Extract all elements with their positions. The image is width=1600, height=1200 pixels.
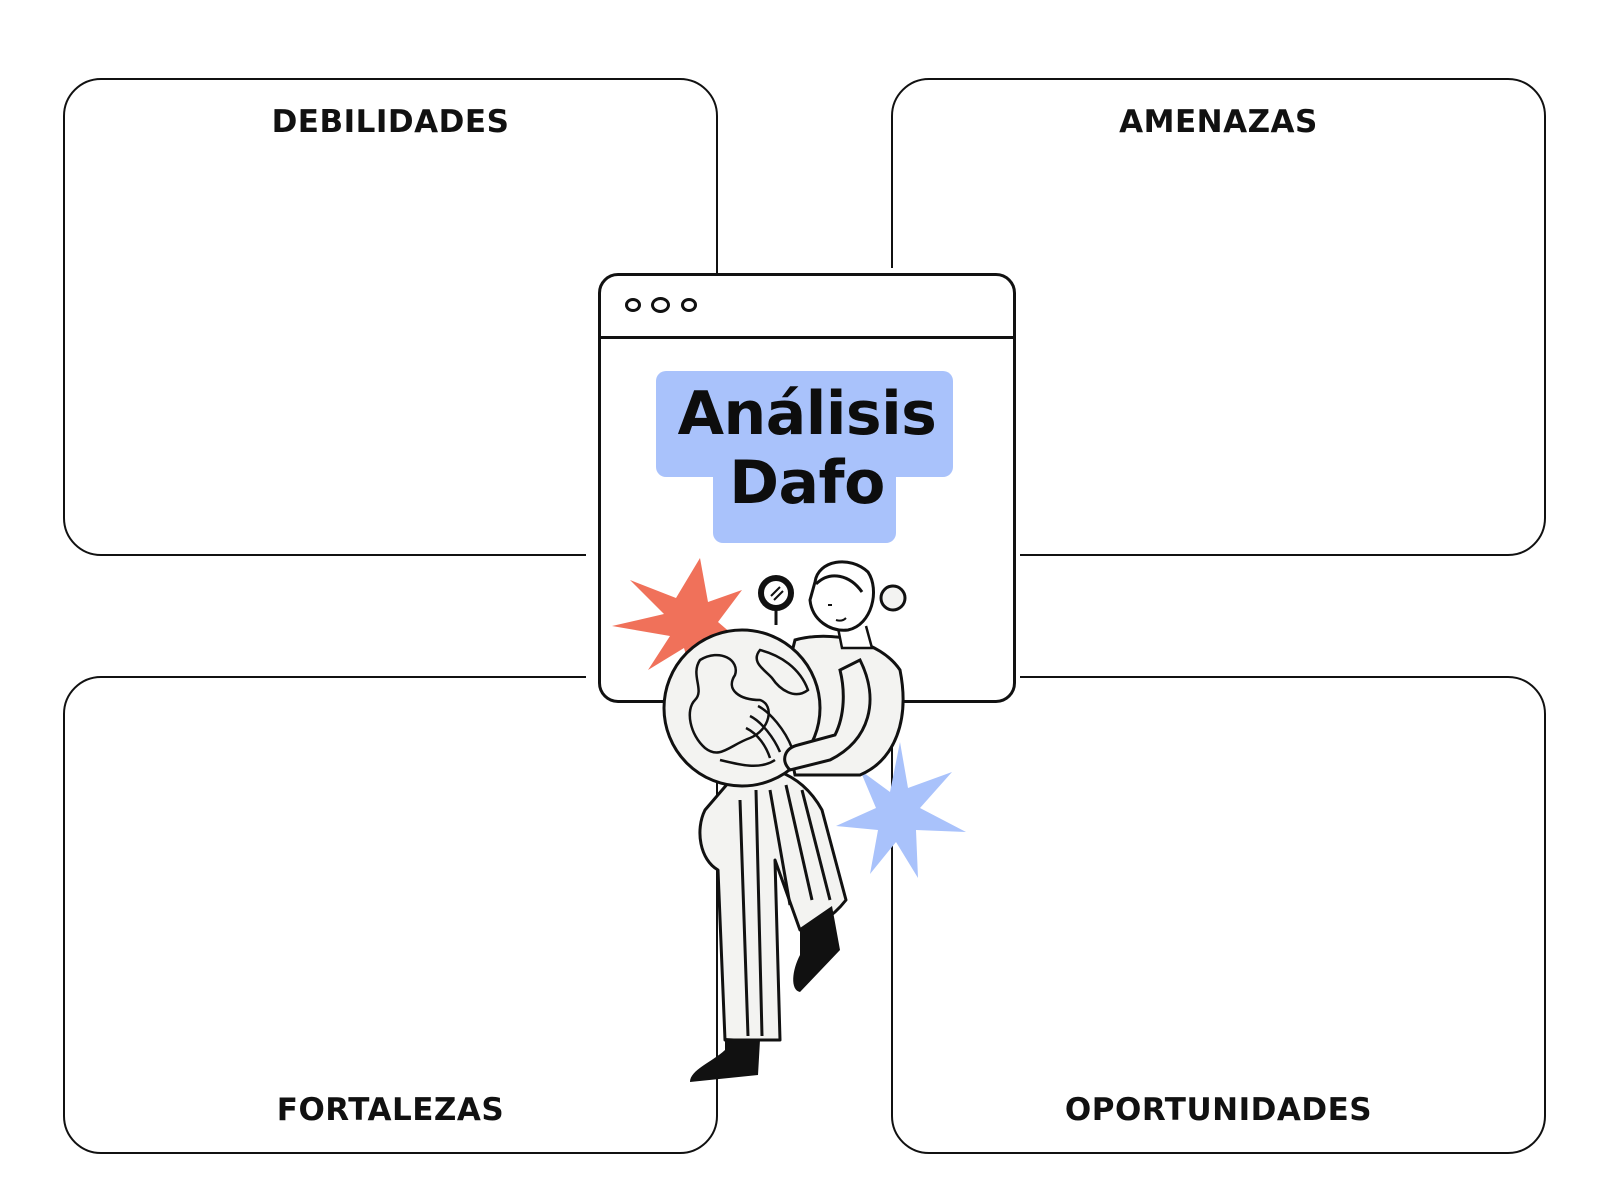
quadrant-label-debilidades: DEBILIDADES [271, 104, 510, 140]
window-dot-icon [651, 297, 670, 313]
quadrant-label-amenazas: AMENAZAS [1119, 104, 1318, 140]
quadrant-oportunidades: OPORTUNIDADES [891, 676, 1546, 1154]
quadrant-label-fortalezas: FORTALEZAS [276, 1092, 505, 1128]
window-title-bar [601, 276, 1013, 339]
legs [698, 766, 848, 1042]
window-dot-icon [625, 298, 641, 312]
quadrant-label-oportunidades: OPORTUNIDADES [1064, 1092, 1373, 1128]
arm [783, 657, 872, 772]
title-highlight [713, 451, 896, 543]
quadrant-fortalezas: FORTALEZAS [63, 676, 718, 1154]
shoe [690, 1038, 760, 1082]
magnifier-icon [758, 575, 794, 625]
title-line-2: Dafo [729, 448, 885, 518]
title-line-1: Análisis [677, 379, 937, 449]
blue-starburst-icon [836, 742, 966, 878]
hand [745, 704, 794, 759]
window-dot-icon [681, 298, 697, 312]
shoe [793, 906, 840, 992]
orange-starburst-icon [612, 558, 746, 688]
head [808, 560, 907, 632]
globe-icon [662, 628, 822, 788]
